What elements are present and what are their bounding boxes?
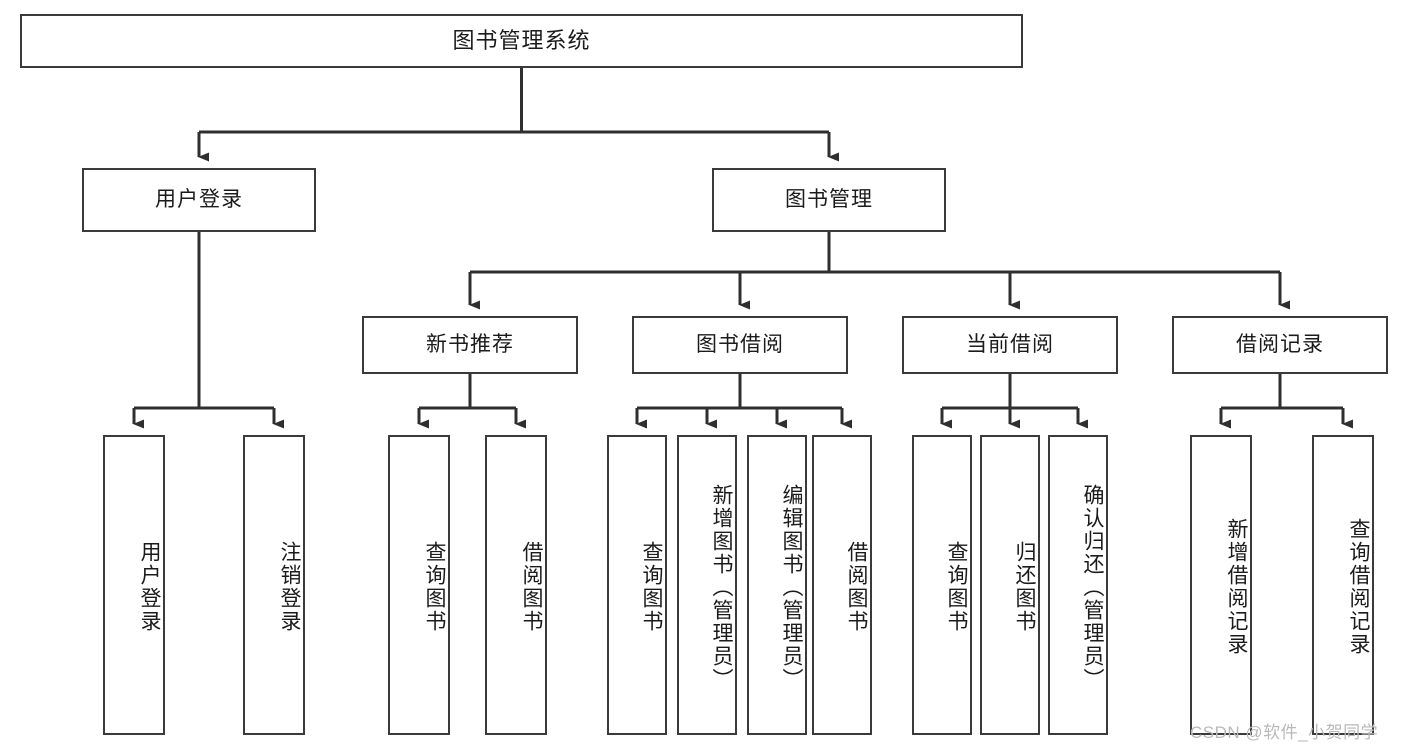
node-leaf2[interactable]: 注销登录 [243, 435, 305, 735]
csdn-watermark: CSDN @软件_小贺同学 [1190, 723, 1379, 742]
node-leaf6[interactable]: 新增图书（管理员） [677, 435, 737, 735]
node-label: 归还图书 [1013, 541, 1036, 633]
node-leaf9[interactable]: 查询图书 [912, 435, 972, 735]
node-l2c[interactable]: 当前借阅 [902, 316, 1118, 374]
node-label: 借阅记录 [1236, 333, 1324, 357]
node-l2b[interactable]: 图书借阅 [632, 316, 848, 374]
node-label: 用户登录 [155, 188, 243, 212]
node-label: 编辑图书（管理员） [780, 483, 803, 691]
node-leaf4[interactable]: 借阅图书 [485, 435, 547, 735]
node-l2a[interactable]: 新书推荐 [362, 316, 578, 374]
node-label: 查询借阅记录 [1347, 518, 1370, 656]
node-label: 新书推荐 [426, 333, 514, 357]
node-leaf13[interactable]: 查询借阅记录 [1312, 435, 1374, 735]
node-label: 注销登录 [278, 541, 301, 633]
node-leaf3[interactable]: 查询图书 [388, 435, 450, 735]
node-leaf11[interactable]: 确认归还（管理员） [1048, 435, 1108, 735]
node-label: 查询图书 [640, 541, 663, 633]
node-root[interactable]: 图书管理系统 [20, 14, 1023, 68]
node-leaf7[interactable]: 编辑图书（管理员） [747, 435, 807, 735]
node-leaf10[interactable]: 归还图书 [980, 435, 1040, 735]
node-leaf1[interactable]: 用户登录 [103, 435, 165, 735]
node-label: 借阅图书 [520, 541, 543, 633]
node-l2d[interactable]: 借阅记录 [1172, 316, 1388, 374]
node-label: 查询图书 [945, 541, 968, 633]
node-l1b[interactable]: 图书管理 [712, 168, 946, 232]
node-label: 图书借阅 [696, 333, 784, 357]
node-label: 新增借阅记录 [1225, 518, 1248, 656]
node-label: 确认归还（管理员） [1081, 483, 1104, 691]
node-l1a[interactable]: 用户登录 [82, 168, 316, 232]
node-label: 新增图书（管理员） [710, 483, 733, 691]
node-label: 图书管理系统 [452, 27, 591, 53]
node-label: 查询图书 [423, 541, 446, 633]
node-leaf12[interactable]: 新增借阅记录 [1190, 435, 1252, 735]
node-leaf8[interactable]: 借阅图书 [812, 435, 872, 735]
node-leaf5[interactable]: 查询图书 [607, 435, 667, 735]
node-label: 借阅图书 [845, 541, 868, 633]
node-label: 当前借阅 [966, 333, 1054, 357]
node-label: 图书管理 [785, 188, 873, 212]
node-label: 用户登录 [138, 541, 161, 633]
